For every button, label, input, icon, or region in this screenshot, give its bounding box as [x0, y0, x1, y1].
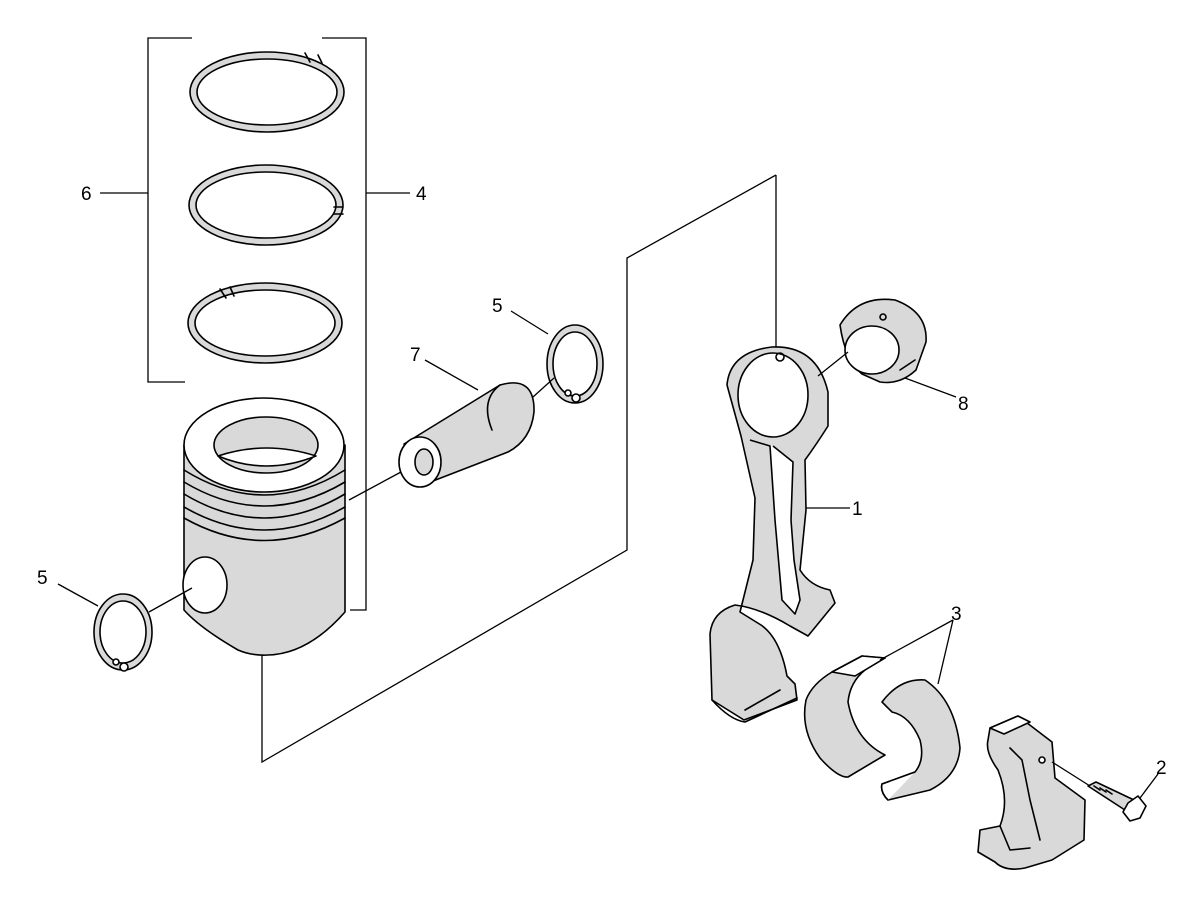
- assembly-axis-lines: [148, 174, 1091, 787]
- rod-cap: [977, 715, 1086, 870]
- bearing-shell-lower: [880, 679, 961, 801]
- connecting-rod: [709, 346, 836, 723]
- circlip-upper: [546, 324, 604, 404]
- piston-pin: [398, 382, 535, 488]
- callout-7: 7: [410, 345, 421, 366]
- ring-set-bracket-left: [100, 37, 192, 383]
- callout-4: 4: [416, 184, 427, 205]
- callout-6: 6: [81, 184, 92, 205]
- callout-5-upper: 5: [492, 296, 503, 317]
- callout-8: 8: [958, 394, 969, 415]
- piston-ring-bottom: [187, 282, 343, 364]
- piston: [182, 397, 346, 656]
- piston-ring-top: [189, 51, 345, 133]
- circlip-lower: [93, 593, 153, 672]
- leader-lines: [57, 310, 1159, 799]
- small-end-bush: [839, 298, 927, 384]
- callout-1: 1: [852, 499, 863, 520]
- callout-5-lower: 5: [37, 568, 48, 589]
- cap-bolt: [1087, 781, 1147, 822]
- callout-2: 2: [1156, 758, 1167, 779]
- piston-ring-middle: [188, 164, 344, 246]
- ring-set-bracket-right: [322, 37, 410, 611]
- callout-3: 3: [951, 604, 962, 625]
- bearing-shell-upper: [803, 655, 886, 778]
